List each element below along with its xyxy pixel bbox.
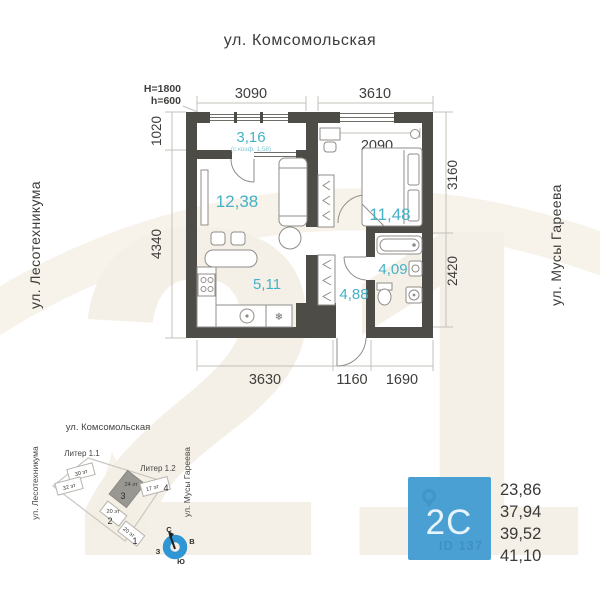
site-building-24-highlighted: 24 эт 3 — [108, 469, 146, 509]
street-label-left: ул. Лесотехникума — [27, 181, 43, 309]
site-building-24-label: 24 эт — [124, 482, 138, 488]
walls — [186, 112, 433, 338]
compass-east-label: В — [189, 537, 195, 546]
site-building-24-num: 3 — [120, 491, 125, 501]
site-liter-2: Литер 1.2 — [140, 464, 176, 473]
site-street-right: ул. Мусы Гареева — [182, 447, 192, 517]
tv-unit — [200, 169, 209, 226]
dim-left-2: 4340 — [149, 229, 164, 259]
site-building-20b-num: 1 — [132, 536, 137, 546]
unit-badge — [408, 477, 491, 560]
unit-area-3: 39,52 — [500, 525, 541, 543]
site-building-20a-num: 2 — [107, 516, 112, 526]
unit-info: 2С ID 137 23,86 37,94 39,52 41,10 — [408, 477, 541, 565]
site-building-20a: 20 эт 2 — [99, 500, 128, 527]
balcony-area-label: 3,16 — [236, 129, 265, 146]
armchair — [278, 226, 302, 250]
site-building-20b: 20 эт 1 — [117, 520, 146, 547]
site-building-20a-label: 20 эт — [106, 509, 120, 515]
balcony-coef-note: (с коэф. 1,58) — [231, 146, 271, 153]
desk — [319, 127, 341, 141]
site-building-17: 17 эт 4 — [139, 475, 171, 497]
dim-bottom-1: 3630 — [249, 372, 281, 388]
fridge-snowflake-icon: ❄ — [275, 312, 283, 323]
site-building-30: 30 эт — [66, 462, 96, 482]
ceiling-note-H: H=1800 — [144, 83, 181, 95]
site-building-32: 32 эт — [54, 476, 84, 496]
unit-area-2: 37,94 — [500, 503, 541, 521]
dim-top-2: 3610 — [359, 86, 391, 102]
street-label-top: ул. Комсомольская — [224, 32, 377, 49]
badge-watermark-pin-icon — [422, 489, 436, 508]
bathroom-sink — [408, 260, 423, 277]
living-area-label: 12,38 — [216, 192, 259, 211]
compass: С В З Ю — [156, 525, 196, 566]
ceiling-note-h: h=600 — [151, 95, 181, 107]
site-building-30-label: 30 эт — [74, 469, 89, 478]
fridge-icon — [265, 304, 293, 328]
hall-area-label: 4,88 — [339, 286, 368, 303]
dim-right-2: 2420 — [445, 256, 460, 286]
site-plan: ул. Комсомольская ул. Лесотехникума ул. … — [30, 422, 195, 566]
compass-north-label: С — [166, 525, 172, 534]
bed — [361, 147, 423, 227]
site-liter-1: Литер 1.1 — [64, 449, 100, 458]
kitchen-set: ❄ — [196, 231, 293, 328]
site-building-32-label: 32 эт — [62, 483, 77, 492]
unit-area-1: 23,86 — [500, 481, 541, 499]
sofa — [278, 157, 308, 227]
dim-bottom-3: 1690 — [386, 372, 418, 388]
wardrobe-hall — [317, 254, 336, 306]
unit-type-label: 2С — [426, 503, 473, 542]
windows — [210, 112, 394, 159]
nightstand — [410, 129, 420, 139]
dim-top-1: 3090 — [235, 86, 267, 102]
compass-west-label: З — [156, 547, 161, 556]
dim-left-1: 1020 — [149, 116, 164, 146]
bathroom-area-label: 4,09 — [378, 261, 407, 278]
site-building-17-label: 17 эт — [146, 484, 161, 493]
washing-machine — [405, 286, 423, 304]
street-label-right: ул. Мусы Гареева — [548, 184, 564, 306]
site-street-left: ул. Лесотехникума — [30, 446, 40, 520]
toilet — [376, 282, 393, 306]
dim-bottom-2: 1160 — [336, 372, 367, 388]
unit-id-watermark: ID 137 — [439, 538, 483, 553]
dim-right-1: 3160 — [445, 160, 460, 190]
kitchen-area-label: 5,11 — [253, 276, 281, 293]
wardrobe-bedroom — [317, 174, 335, 228]
room-labels: 3,16 (с коэф. 1,58) 12,38 11,48 5,11 4,8… — [216, 129, 411, 303]
dimensions: 3090 3610 H=1800 h=600 1020 4340 3160 24… — [144, 83, 460, 388]
furniture: ❄ — [196, 127, 423, 328]
compass-south-label: Ю — [177, 557, 185, 566]
site-building-17-num: 4 — [163, 483, 168, 493]
bedroom-area-label: 11,48 — [369, 205, 410, 224]
sink-icon — [239, 308, 255, 324]
site-street-top: ул. Комсомольская — [66, 422, 151, 433]
bathtub — [376, 235, 423, 255]
desk-chair — [323, 141, 337, 153]
unit-area-4: 41,10 — [500, 547, 541, 565]
